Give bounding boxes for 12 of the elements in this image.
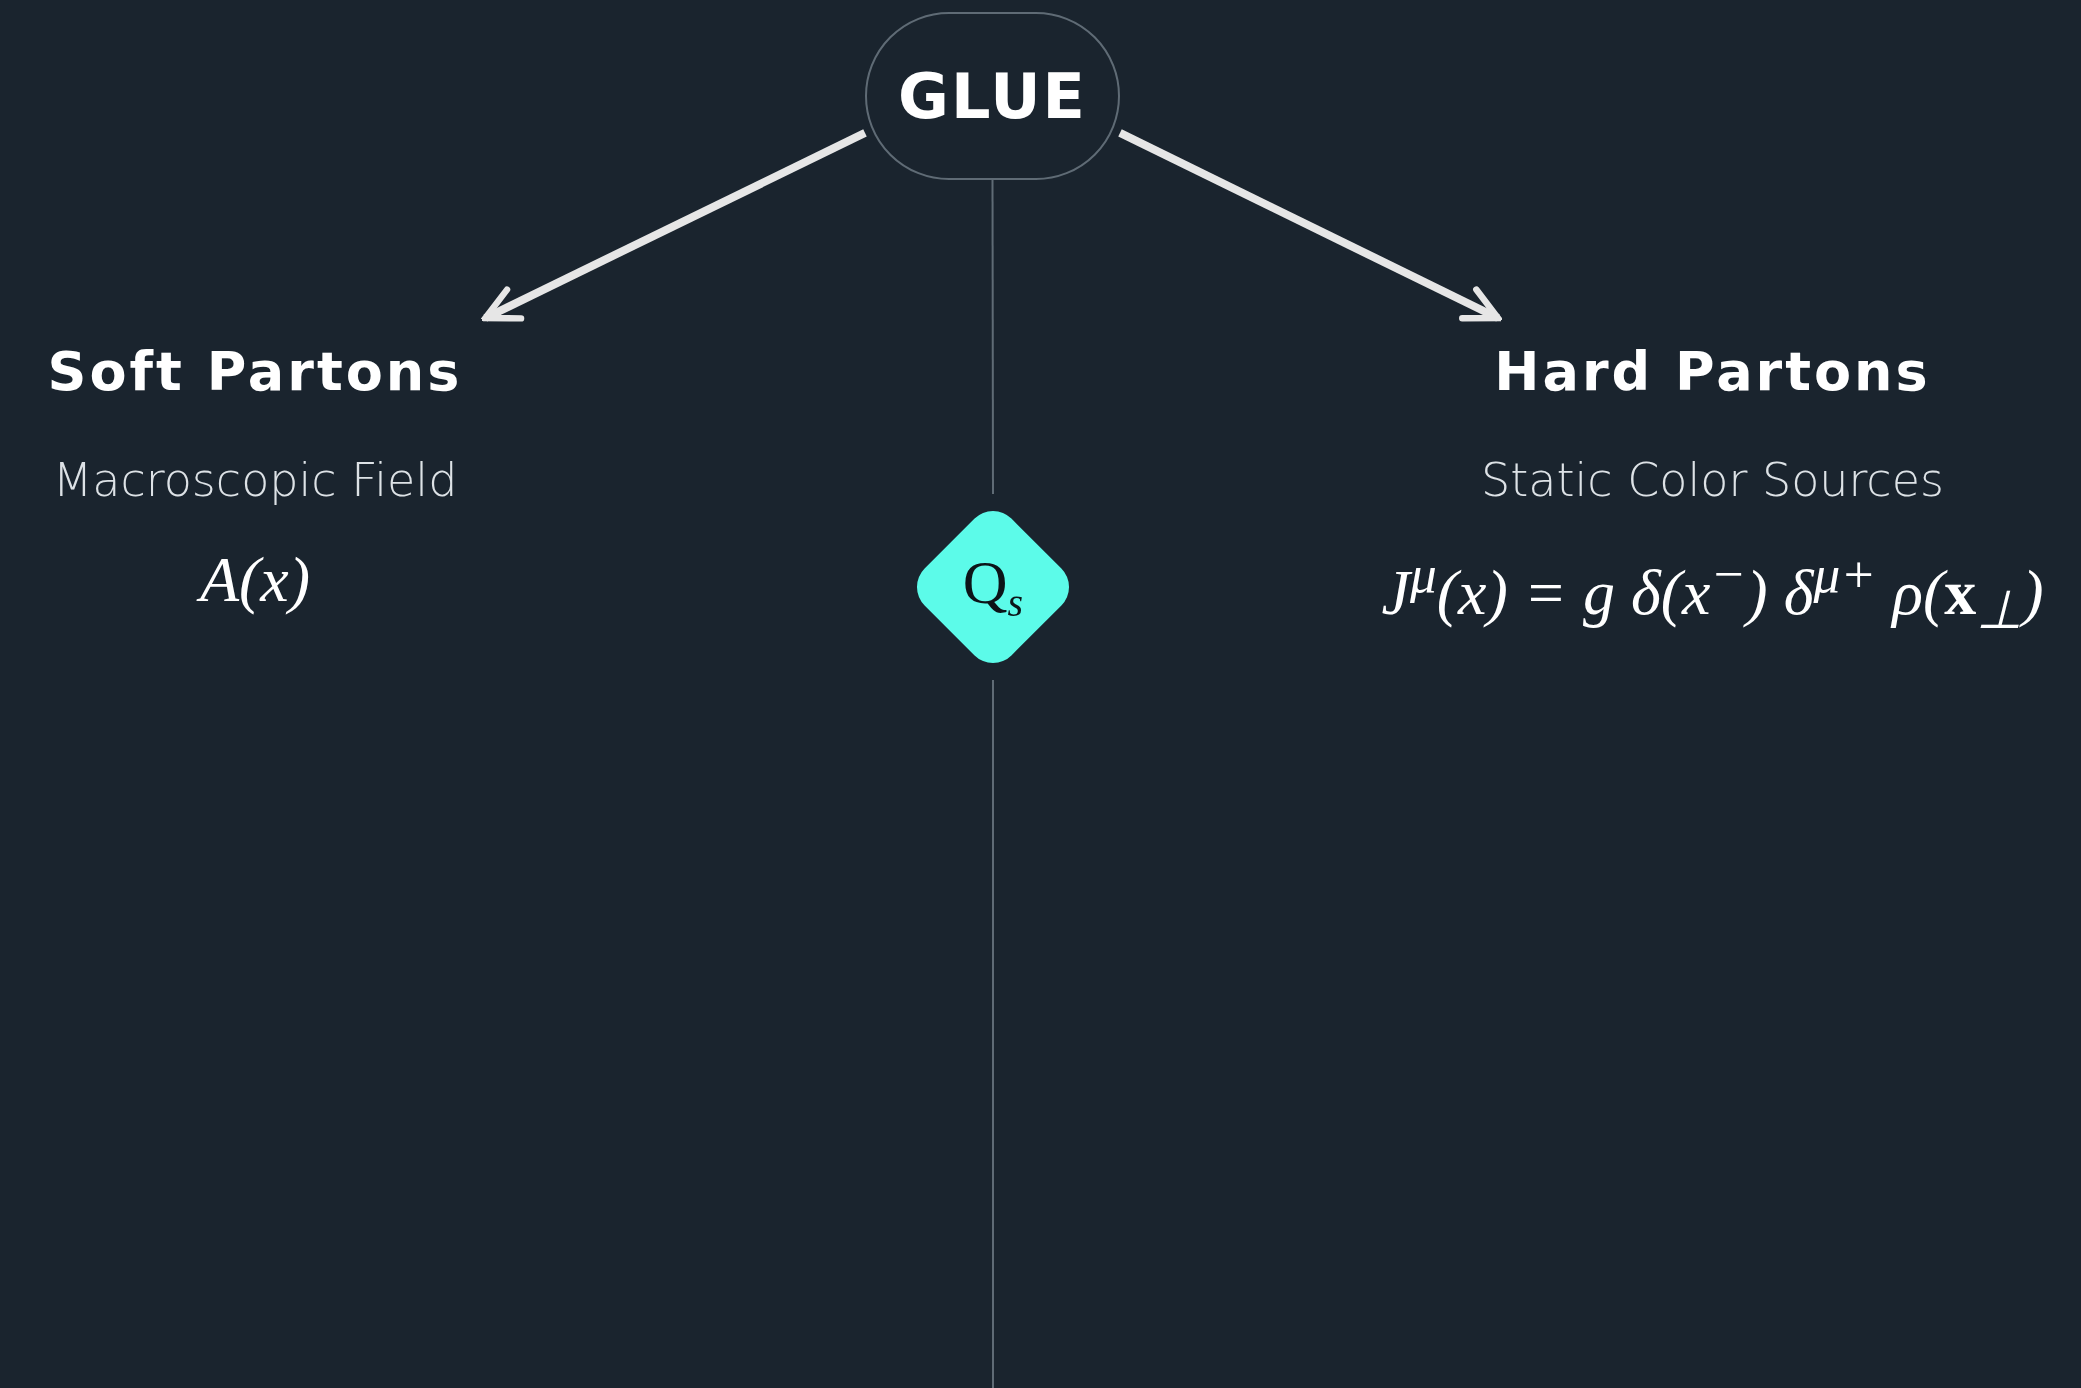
subtitle: Macroscopic Field <box>52 453 458 507</box>
arrow <box>1118 129 1502 322</box>
label: GLUE <box>898 59 1087 133</box>
heading: Hard Partons <box>1494 340 1931 403</box>
glue-pill <box>865 12 1120 180</box>
heading: Soft Partons <box>47 340 463 403</box>
connector-line <box>992 679 994 1388</box>
connector-line <box>991 179 994 495</box>
label: Q$_{s}$ <box>962 547 1024 627</box>
formula: J$^{μ}$(x) = g δ(x$^{−}$) δ$^{μ+}$ ρ(x$_{⊥}$) <box>1381 543 2044 642</box>
subtitle: Static Color Sources <box>1481 453 1944 507</box>
arrow <box>482 129 867 322</box>
